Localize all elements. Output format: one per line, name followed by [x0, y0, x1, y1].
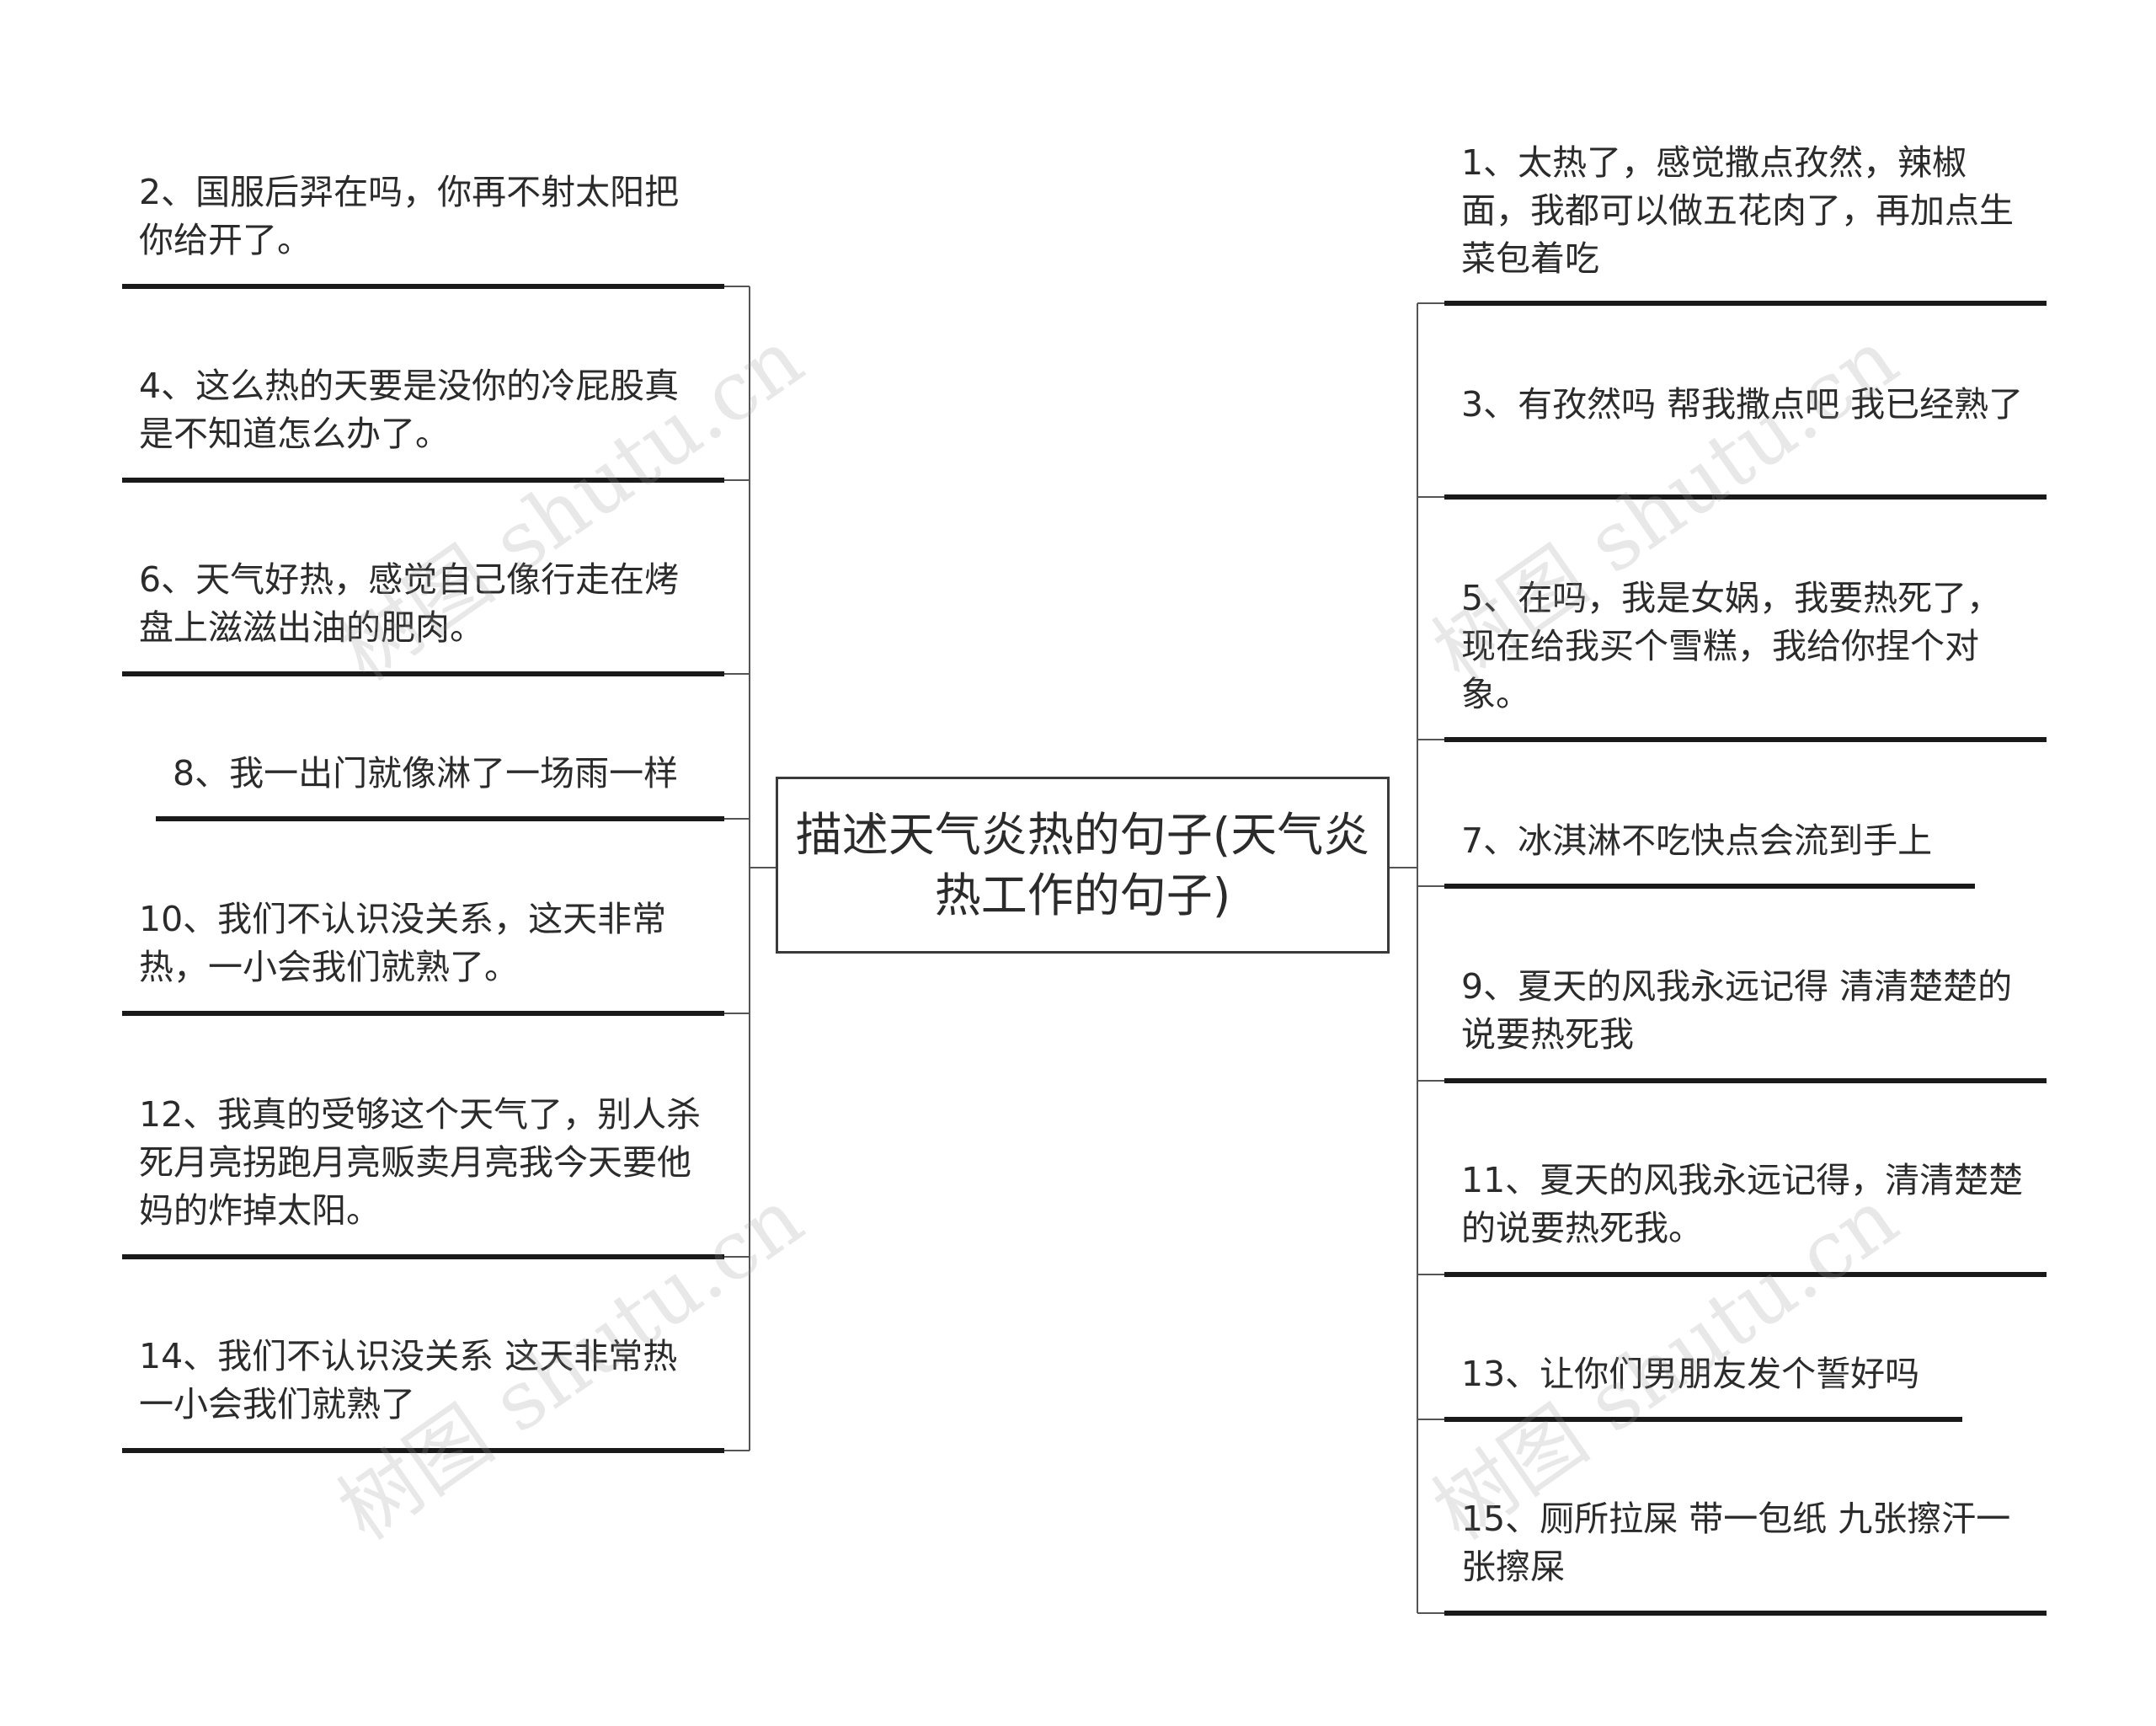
left-node-12[interactable]: 12、我真的受够这个天气了，别人杀死月亮拐跑月亮贩卖月亮我今天要他妈的炸掉太阳。 — [139, 1094, 702, 1231]
right-node-7[interactable]: 7、冰淇淋不吃快点会流到手上 — [1461, 820, 1933, 861]
right-node-11[interactable]: 11、夏天的风我永远记得，清清楚楚的说要热死我。 — [1461, 1160, 2024, 1248]
center-topic-text: 描述天气炎热的句子(天气炎热工作的句子) — [795, 808, 1370, 922]
center-topic-node[interactable]: 描述天气炎热的句子(天气炎热工作的句子) — [776, 777, 1390, 954]
left-node-14[interactable]: 14、我们不认识没关系 这天非常热 一小会我们就熟了 — [139, 1336, 678, 1424]
right-node-1[interactable]: 1、太热了，感觉撒点孜然，辣椒面，我都可以做五花肉了，再加点生菜包着吃 — [1461, 142, 2014, 279]
right-node-15[interactable]: 15、厕所拉屎 带一包纸 九张擦汗一张擦屎 — [1461, 1499, 2011, 1587]
left-node-8[interactable]: 8、我一出门就像淋了一场雨一样 — [173, 753, 679, 794]
right-node-13[interactable]: 13、让你们男朋友发个誓好吗 — [1461, 1354, 1920, 1394]
left-node-6[interactable]: 6、天气好热，感觉自己像行走在烤盘上滋滋出油的肥肉。 — [139, 559, 680, 648]
right-node-9[interactable]: 9、夏天的风我永远记得 清清楚楚的说要热死我 — [1461, 966, 2013, 1055]
left-node-2[interactable]: 2、国服后羿在吗，你再不射太阳把你给开了。 — [139, 172, 680, 260]
right-node-3[interactable]: 3、有孜然吗 帮我撒点吧 我已经熟了 — [1461, 384, 2024, 425]
right-node-5[interactable]: 5、在吗，我是女娲，我要热死了，现在给我买个雪糕，我给你捏个对象。 — [1461, 578, 2002, 714]
left-node-4[interactable]: 4、这么热的天要是没你的冷屁股真是不知道怎么办了。 — [139, 366, 680, 454]
left-node-10[interactable]: 10、我们不认识没关系，这天非常热，一小会我们就熟了。 — [139, 899, 667, 987]
